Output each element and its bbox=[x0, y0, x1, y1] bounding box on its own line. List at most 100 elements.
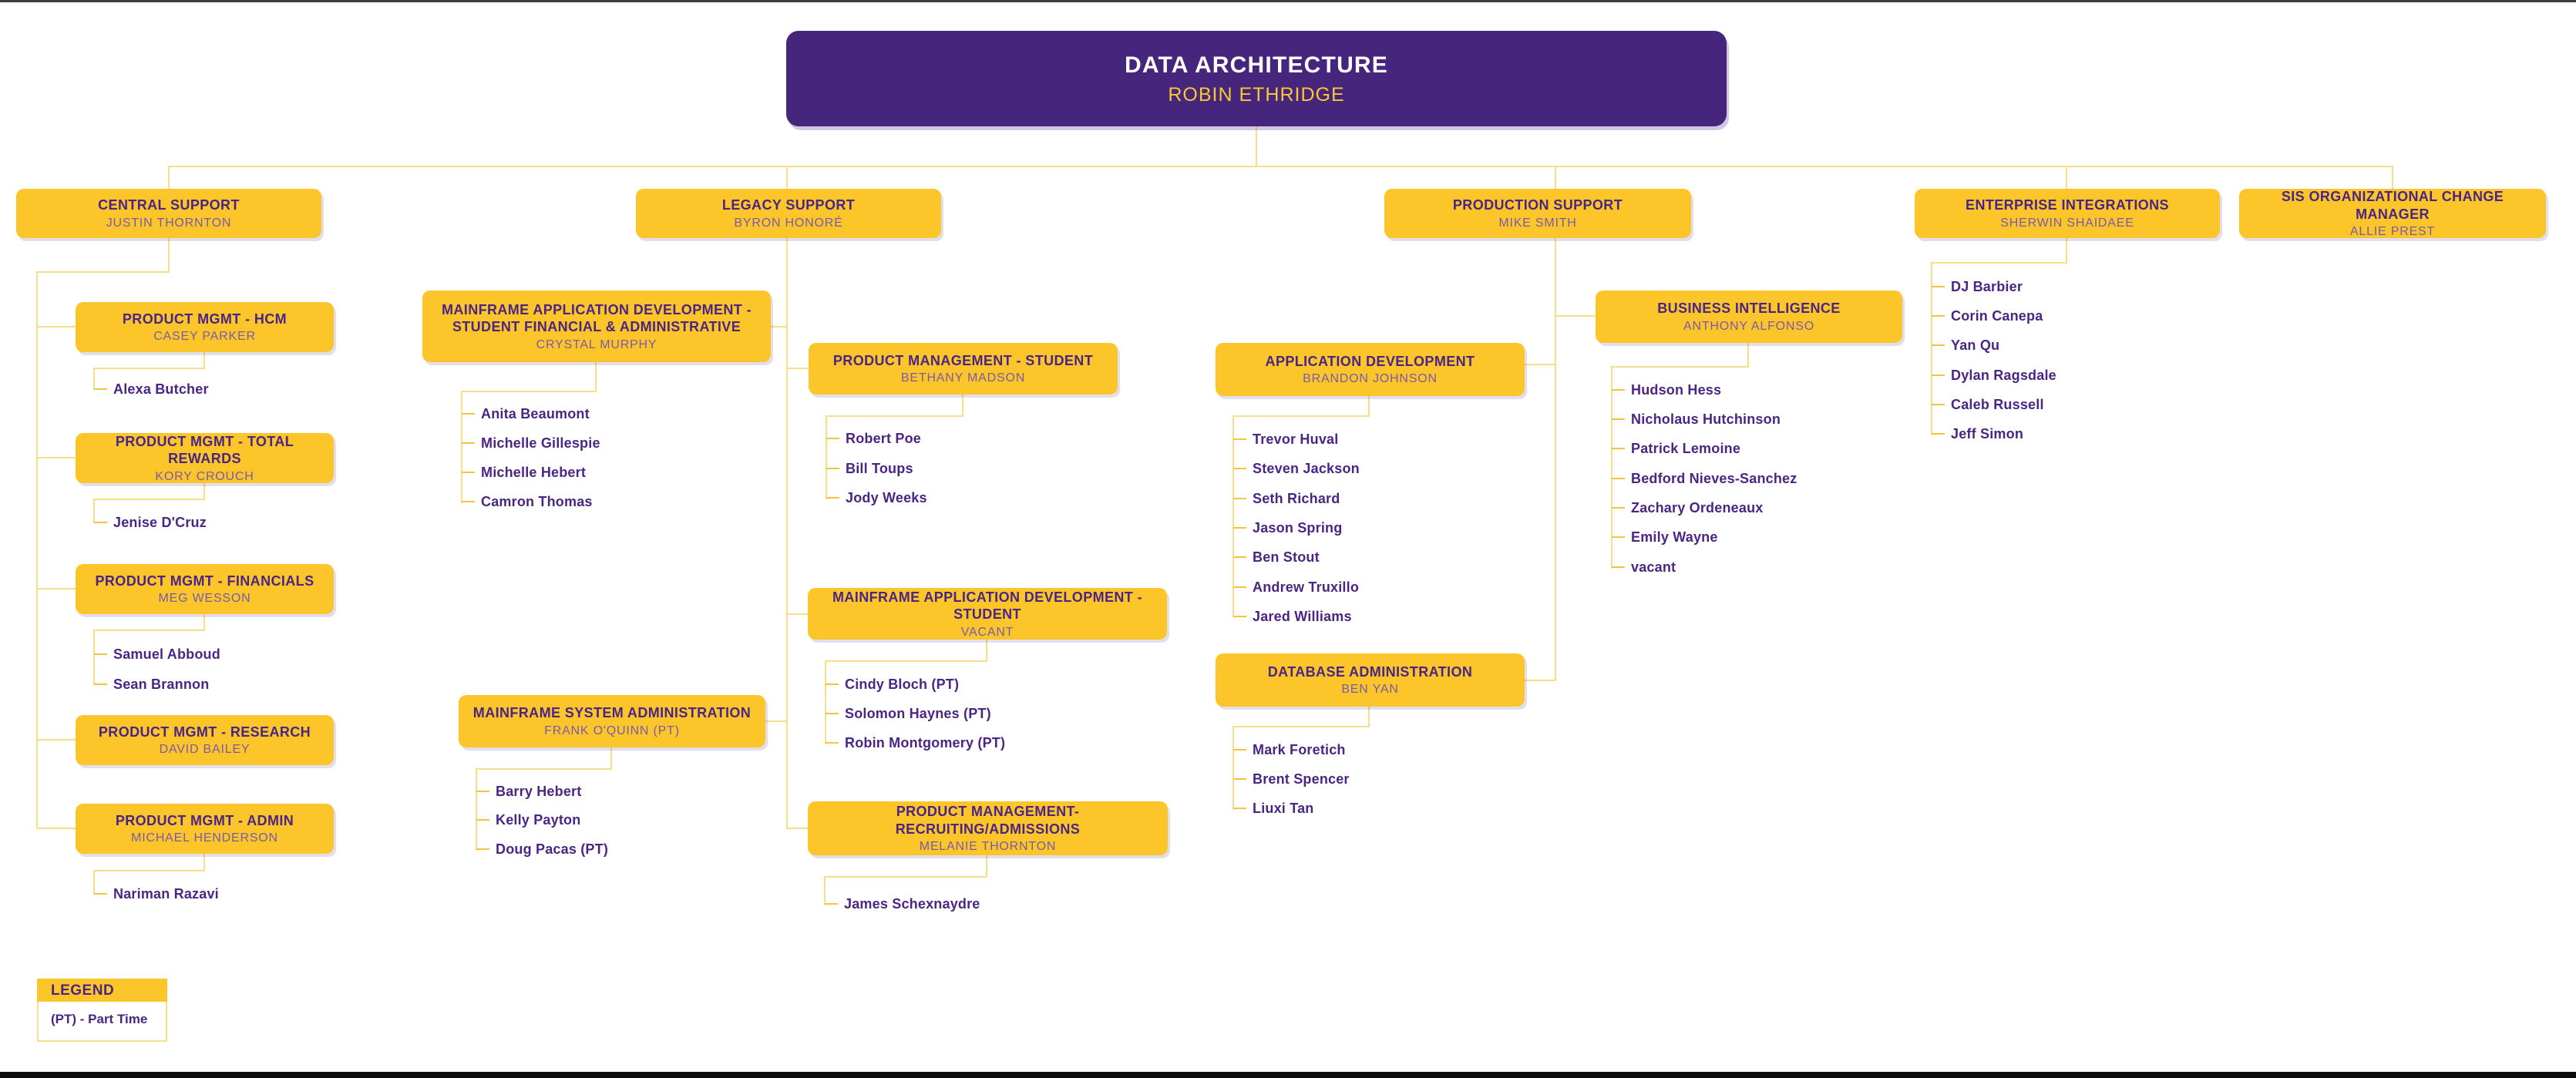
connector bbox=[168, 166, 170, 189]
org-box-name: BEN YAN bbox=[1341, 683, 1399, 697]
org-box-product-management-student: PRODUCT MANAGEMENT - STUDENT BETHANY MAD… bbox=[809, 343, 1118, 395]
top-border bbox=[0, 0, 2576, 2]
connector bbox=[168, 166, 2393, 167]
org-box-name: BETHANY MADSON bbox=[900, 371, 1026, 385]
connector bbox=[36, 271, 170, 273]
connector bbox=[93, 499, 205, 500]
org-box-name: DAVID BAILEY bbox=[159, 743, 251, 757]
org-box-name: MICHAEL HENDERSON bbox=[131, 831, 278, 845]
connector bbox=[1931, 262, 1932, 435]
org-box-name: ANTHONY ALFONSO bbox=[1683, 319, 1814, 333]
connector bbox=[93, 368, 205, 369]
org-box-name: SHERWIN SHAIDAEE bbox=[2000, 216, 2134, 230]
org-box-application-development: APPLICATION DEVELOPMENT BRANDON JOHNSON bbox=[1216, 343, 1525, 396]
org-box-name: MEG WESSON bbox=[158, 592, 251, 606]
connector bbox=[1747, 343, 1749, 367]
org-box-title: MAINFRAME APPLICATION DEVELOPMENT - STUD… bbox=[442, 301, 752, 335]
connector bbox=[786, 238, 788, 828]
member-name: James Schexnaydre bbox=[825, 896, 980, 912]
member-name: Alexa Butcher bbox=[94, 381, 209, 397]
connector bbox=[203, 614, 205, 630]
member-name: Jody Weeks bbox=[826, 490, 927, 505]
connector bbox=[824, 876, 826, 905]
org-box-name: BYRON HONORÉ bbox=[734, 216, 843, 230]
connector bbox=[986, 640, 987, 661]
member-name: Nicholaus Hutchinson bbox=[1611, 411, 1781, 427]
member-name: Michelle Gillespie bbox=[462, 435, 600, 451]
member-name: Kelly Payton bbox=[476, 812, 581, 828]
legend-header: LEGEND bbox=[37, 979, 167, 1002]
org-box-title: MAINFRAME APPLICATION DEVELOPMENT - STUD… bbox=[832, 589, 1142, 623]
connector bbox=[986, 855, 987, 877]
member-name: Bill Toups bbox=[826, 461, 913, 476]
org-box-title: ENTERPRISE INTEGRATIONS bbox=[1966, 197, 2169, 213]
connector bbox=[36, 457, 76, 458]
member-name: Jeff Simon bbox=[1931, 426, 2024, 442]
member-name: Caleb Russell bbox=[1932, 397, 2044, 412]
org-box-mainframe-app-dev-student: MAINFRAME APPLICATION DEVELOPMENT - STUD… bbox=[808, 588, 1167, 640]
org-box-legacy-support: LEGACY SUPPORT BYRON HONORÉ bbox=[636, 189, 941, 238]
connector bbox=[1611, 366, 1613, 569]
member-name: vacant bbox=[1611, 559, 1676, 575]
connector bbox=[825, 660, 826, 744]
org-box-product-mgmt-hcm: PRODUCT MGMT - HCM CASEY PARKER bbox=[76, 302, 334, 352]
org-box-title: CENTRAL SUPPORT bbox=[98, 197, 240, 213]
org-box-mainframe-app-dev-sfa: MAINFRAME APPLICATION DEVELOPMENT - STUD… bbox=[422, 290, 771, 362]
member-name: Seth Richard bbox=[1233, 491, 1340, 506]
connector bbox=[168, 238, 170, 272]
org-box-title: PRODUCT MGMT - FINANCIALS bbox=[95, 573, 314, 589]
member-name: Samuel Abboud bbox=[94, 646, 220, 662]
member-name: Emily Wayne bbox=[1612, 529, 1718, 545]
member-name: Zachary Ordeneaux bbox=[1611, 500, 1764, 515]
org-box-name: CASEY PARKER bbox=[153, 330, 256, 344]
member-name: Brent Spencer bbox=[1233, 771, 1350, 787]
member-name: Trevor Huval bbox=[1233, 432, 1339, 447]
connector bbox=[93, 870, 205, 871]
connector bbox=[2066, 238, 2067, 263]
org-box-product-mgmt-total-rewards: PRODUCT MGMT - TOTAL REWARDS KORY CROUCH bbox=[76, 433, 334, 483]
connector bbox=[476, 768, 612, 770]
connector bbox=[93, 630, 205, 631]
member-name: Cindy Bloch (PT) bbox=[825, 677, 960, 692]
connector bbox=[786, 613, 809, 615]
org-box-title: PRODUCT MANAGEMENT - STUDENT bbox=[832, 352, 1094, 368]
org-box-title: PRODUCT MGMT - HCM bbox=[122, 311, 288, 327]
org-box-database-administration: DATABASE ADMINISTRATION BEN YAN bbox=[1216, 653, 1525, 707]
connector bbox=[1555, 315, 1596, 317]
org-box-name: BRANDON JOHNSON bbox=[1303, 372, 1438, 386]
connector bbox=[1233, 415, 1370, 417]
org-box-name: MELANIE THORNTON bbox=[919, 840, 1057, 853]
connector bbox=[1555, 238, 1556, 681]
member-name: Michelle Hebert bbox=[461, 465, 587, 480]
member-name: Dylan Ragsdale bbox=[1932, 368, 2056, 383]
member-name: Jenise D'Cruz bbox=[94, 515, 207, 530]
connector bbox=[203, 854, 205, 871]
org-box-product-management-recruiting: PRODUCT MANAGEMENT- RECRUITING/ADMISSION… bbox=[808, 801, 1168, 855]
connector bbox=[1256, 126, 1257, 166]
org-box-name: ROBIN ETHRIDGE bbox=[1168, 84, 1345, 106]
connector bbox=[93, 368, 95, 390]
org-box-sis-change-manager: SIS ORGANIZATIONAL CHANGE MANAGER ALLIE … bbox=[2239, 189, 2546, 238]
connector bbox=[1611, 366, 1749, 368]
member-name: Hudson Hess bbox=[1611, 382, 1722, 398]
connector bbox=[36, 588, 76, 589]
org-box-name: JUSTIN THORNTON bbox=[106, 216, 232, 230]
org-box-business-intelligence: BUSINESS INTELLIGENCE ANTHONY ALFONSO bbox=[1596, 290, 1902, 343]
org-box-title: PRODUCT MGMT - TOTAL REWARDS bbox=[115, 433, 294, 467]
connector bbox=[36, 828, 76, 829]
org-box-name: MIKE SMITH bbox=[1498, 216, 1577, 230]
connector bbox=[461, 391, 462, 503]
connector bbox=[1524, 364, 1556, 365]
connector bbox=[476, 768, 477, 851]
member-name: DJ Barbier bbox=[1931, 279, 2023, 294]
org-box-title: DATA ARCHITECTURE bbox=[1124, 52, 1389, 78]
connector bbox=[1233, 726, 1370, 727]
member-name: Doug Pacas (PT) bbox=[476, 841, 609, 857]
member-name: Yan Qu bbox=[1931, 338, 2000, 353]
member-name: Mark Foretich bbox=[1233, 742, 1346, 757]
org-box-product-mgmt-admin: PRODUCT MGMT - ADMIN MICHAEL HENDERSON bbox=[76, 804, 334, 854]
member-name: Barry Hebert bbox=[476, 784, 582, 799]
member-name: Robert Poe bbox=[826, 431, 922, 446]
member-name: Solomon Haynes (PT) bbox=[826, 706, 991, 721]
org-box-title: APPLICATION DEVELOPMENT bbox=[1265, 353, 1475, 369]
